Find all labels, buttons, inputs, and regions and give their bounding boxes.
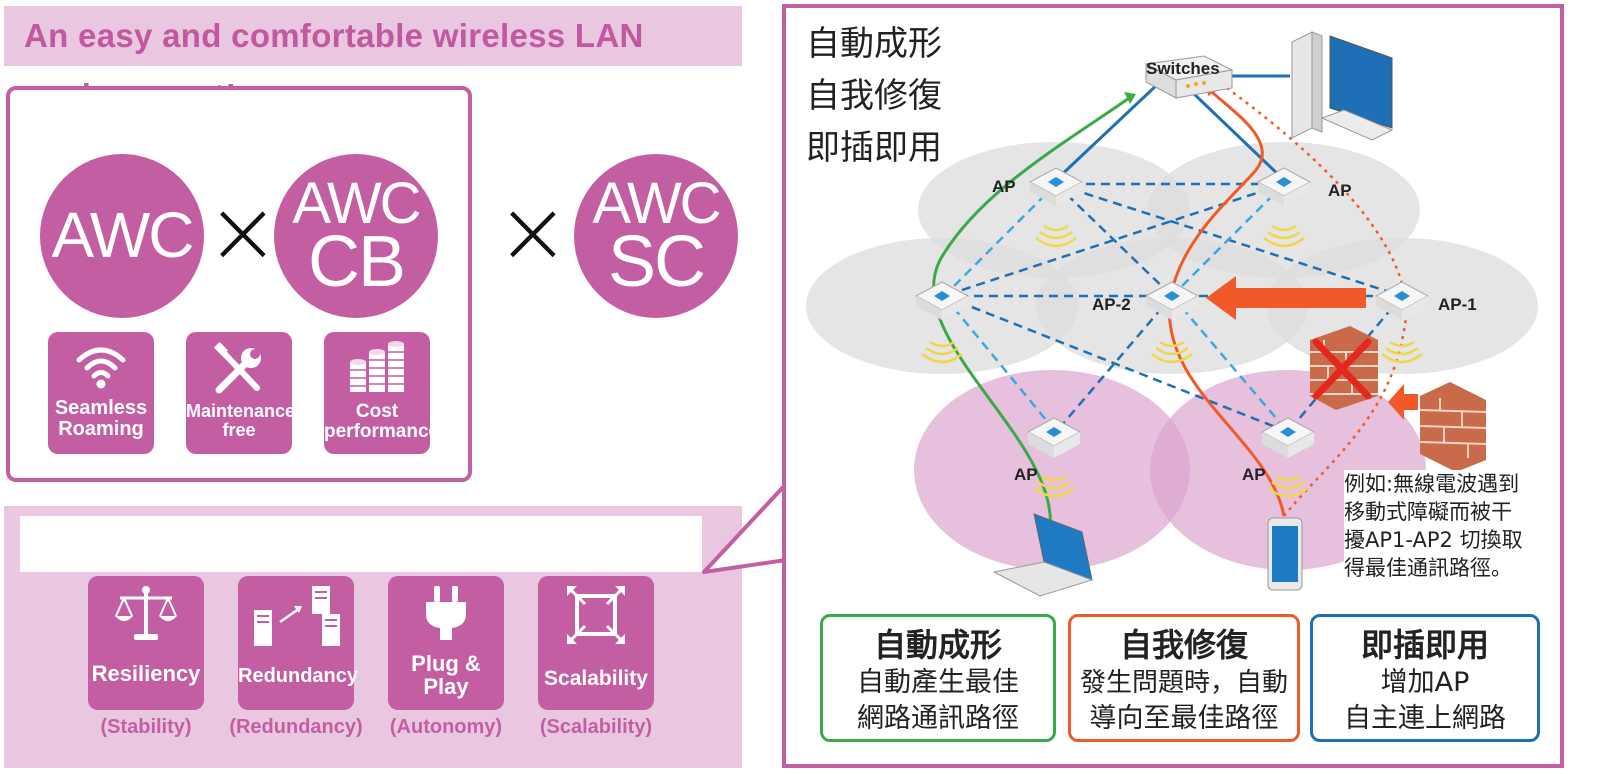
capability-label-line: Redundancy (238, 665, 359, 687)
capability-label-line: Resiliency (91, 661, 201, 686)
awc-logo: AWC (40, 154, 204, 318)
access-point (1260, 417, 1316, 458)
note-line: 得最佳通訊路徑。 (1344, 556, 1512, 580)
capability-sub-autonomy: (Autonomy) (389, 716, 503, 738)
scale-icon (115, 586, 177, 640)
legend-title: 自我修復 (1119, 626, 1248, 664)
access-point-2 (1144, 281, 1200, 320)
ap-label: AP (1328, 181, 1352, 200)
awc-logo-text: AWC (51, 199, 195, 272)
brick-wall-blocking (1310, 326, 1378, 410)
plug-icon (426, 586, 466, 640)
access-point (1026, 417, 1082, 458)
obstacle-arrow (1388, 384, 1418, 420)
feature-label-line: performance (324, 420, 440, 442)
legend-desc-line: 導向至最佳路徑 (1089, 703, 1279, 734)
coverage-zone-pink (914, 370, 1190, 570)
legend-desc-line: 網路通訊路徑 (857, 703, 1019, 734)
note-line: 擾AP1-AP2 切換取 (1344, 528, 1523, 552)
feature-label-line: Roaming (58, 418, 144, 440)
diagram-title: 自動成形 自我修復 即插即用 (806, 18, 942, 174)
access-point (914, 281, 970, 320)
legend-desc-line: 自主連上網路 (1344, 703, 1506, 734)
ap-2-label: AP-2 (1092, 295, 1131, 314)
awc-sc-line1: AWC (592, 170, 721, 236)
legend-plug-and-play: 即插即用 增加AP 自主連上網路 (1310, 614, 1540, 742)
legend-title: 即插即用 (1360, 626, 1489, 664)
callout-pointer (702, 482, 788, 574)
feature-label-line: Maintenance- (186, 401, 302, 421)
capability-sub-stability: (Stability) (100, 716, 192, 738)
awc-cb-line2: CB (307, 221, 406, 302)
servers-icon (254, 586, 340, 646)
title-line: 自我修復 (806, 76, 942, 116)
phone-icon (1267, 517, 1303, 591)
laptop-icon (992, 513, 1094, 597)
times-sign-2: × (496, 180, 570, 283)
capability-label-line: Play (423, 674, 469, 700)
capability-sub-redundancy: (Redundancy) (229, 716, 363, 738)
example-note: 例如:無線電波遇到 移動式障礙而被干 擾AP1-AP2 切換取 得最佳通訊路徑。 (1344, 470, 1554, 582)
capability-redundancy: Redundancy (238, 576, 359, 710)
awc-cb-line1: AWC (292, 170, 421, 236)
title-line: 即插即用 (806, 128, 942, 168)
feature-seamless-roaming: Seamless Roaming (48, 332, 154, 454)
feature-label-line: free (222, 419, 256, 440)
awc-cb-logo: AWC CB (274, 154, 438, 318)
capability-label-line: Scalability (544, 667, 648, 690)
server-icon (1291, 31, 1394, 141)
feature-cost-performance: Cost performance (324, 332, 440, 454)
capability-scalability: Scalability (538, 576, 654, 710)
reroute-arrow (1206, 276, 1366, 320)
capability-sub-scalability: (Scalability) (539, 716, 653, 738)
legend-title: 自動成形 (873, 626, 1002, 664)
times-sign-1: × (206, 180, 280, 283)
ap-label: AP (1014, 465, 1038, 484)
legend-self-forming: 自動成形 自動產生最佳 網路通訊路徑 (820, 614, 1056, 742)
feature-label-line: Cost (355, 401, 399, 422)
feature-label-line: Seamless (54, 397, 148, 419)
awc-sc-logo: AWC SC (574, 154, 738, 318)
access-point (1028, 167, 1084, 206)
capability-plug-and-play: Plug & Play (388, 576, 504, 710)
ap-1-label: AP-1 (1438, 295, 1477, 314)
coins-icon (350, 341, 404, 392)
ap-label: AP (1242, 465, 1266, 484)
feature-maintenance-free: Maintenance- free (186, 332, 302, 454)
ap-label: AP (992, 177, 1016, 196)
note-line: 例如:無線電波遇到 (1344, 472, 1520, 496)
wifi-icon (76, 347, 126, 389)
legend-self-healing: 自我修復 發生問題時，自動 導向至最佳路徑 (1068, 614, 1300, 742)
switch-label: Switches (1146, 59, 1220, 78)
access-point (1256, 167, 1312, 206)
expand-icon (567, 586, 625, 644)
legend-desc-line: 自動產生最佳 (857, 667, 1019, 698)
switch-device (1144, 55, 1234, 99)
title-line: 自動成形 (806, 24, 942, 64)
capability-label-line: Plug & (411, 651, 481, 676)
legend-desc-line: 發生問題時，自動 (1079, 668, 1288, 698)
awc-sc-line2: SC (607, 221, 706, 302)
brick-wall-moving (1419, 382, 1487, 472)
legend-desc-line: 增加AP (1380, 667, 1470, 698)
blank-bar (20, 516, 702, 572)
access-point-1 (1374, 281, 1430, 320)
note-line: 移動式障礙而被干 (1344, 500, 1512, 524)
capability-resiliency: Resiliency (88, 576, 204, 710)
tools-icon (213, 342, 261, 394)
banner-title: An easy and comfortable wireless LAN env… (4, 6, 742, 114)
